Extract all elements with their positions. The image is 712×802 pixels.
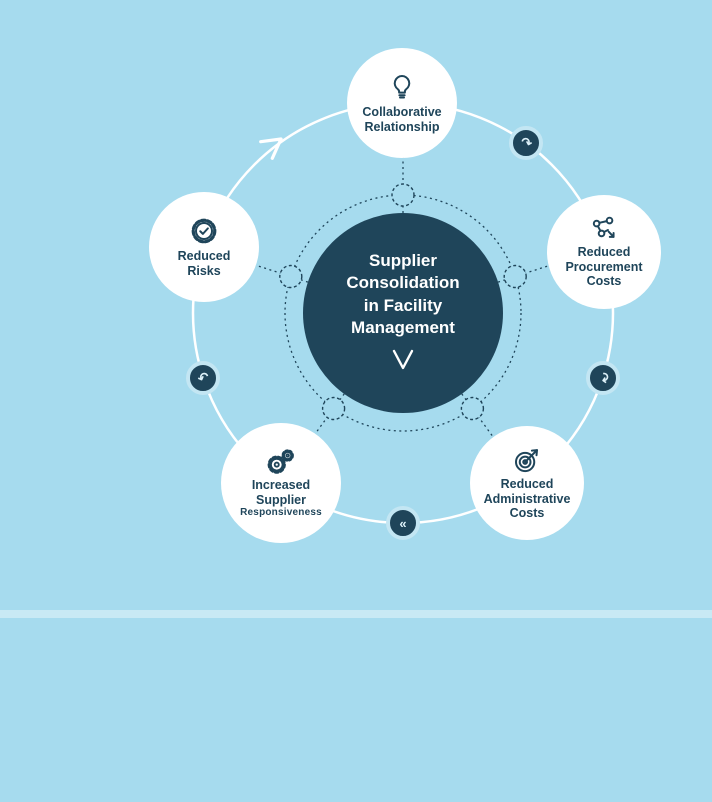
center-topic-circle: Supplier Consolidation in Facility Manag…: [303, 213, 503, 413]
node-label-line: Costs: [586, 274, 622, 289]
node-increased-supplier-responsiveness: Increased Supplier Responsiveness: [221, 423, 341, 543]
ring-badge: ↷: [509, 126, 543, 160]
network-icon: [589, 215, 619, 242]
center-title-line: Consolidation: [346, 273, 460, 293]
node-label-line: Supplier: [255, 492, 306, 507]
node-label-line: Reduced: [177, 248, 231, 263]
dashed-node-circles: [279, 183, 527, 421]
lightbulb-icon: [387, 72, 417, 102]
curved-arrow-icon: ↷: [518, 133, 534, 152]
curved-arrow-icon: ↶: [195, 368, 211, 387]
node-reduced-risks: Reduced Risks: [149, 192, 259, 302]
node-label-line: Risks: [187, 263, 221, 278]
node-label-line: Procurement: [565, 259, 643, 274]
double-chevron-icon: «: [399, 515, 407, 531]
node-label-line: Administrative: [483, 491, 571, 506]
center-title-line: Management: [351, 318, 455, 338]
node-label-line: Increased: [251, 477, 311, 492]
ring-badge: ↷: [586, 361, 620, 395]
section-divider: [0, 610, 712, 618]
node-collaborative-relationship: Collaborative Relationship: [347, 48, 457, 158]
node-reduced-procurement-costs: Reduced Procurement Costs: [547, 195, 661, 309]
node-label-line: Reduced: [577, 244, 631, 259]
node-reduced-administrative-costs: Reduced Administrative Costs: [470, 426, 584, 540]
center-title-line: Supplier: [368, 250, 437, 270]
ring-badge: ↶: [186, 361, 220, 395]
node-label-line: Costs: [509, 506, 545, 521]
node-label-line: Responsiveness: [240, 507, 322, 519]
ring-badge: «: [386, 506, 420, 540]
node-label-line: Collaborative: [362, 104, 442, 119]
badge-check-icon: [189, 216, 219, 246]
cycle-arrow-icon: [259, 137, 283, 160]
curved-arrow-icon: ↷: [595, 371, 612, 385]
node-label-line: Relationship: [364, 119, 440, 134]
v-logo-icon: [390, 349, 416, 376]
target-icon: [512, 445, 542, 474]
node-label-line: Reduced: [500, 476, 554, 491]
gears-icon: [265, 447, 297, 475]
center-title-line: in Facility: [363, 295, 443, 315]
